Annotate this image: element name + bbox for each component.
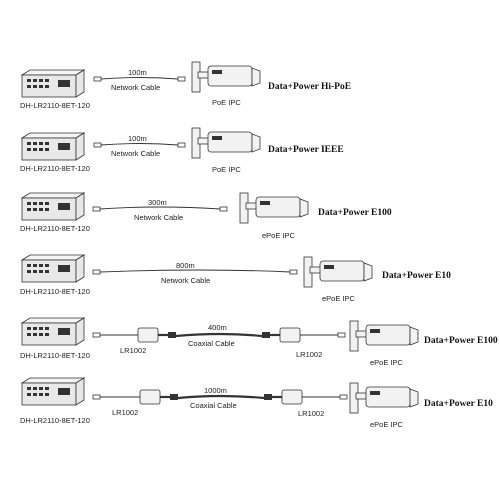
mode-caption: Data+Power E10: [424, 399, 493, 409]
extender-box: [139, 389, 161, 405]
switch-icon: [20, 192, 86, 221]
camera-icon: [303, 256, 373, 288]
device-label: DH-LR2110-8ET-120: [20, 164, 90, 173]
mode-caption: Data+Power IEEE: [268, 145, 344, 155]
mode-caption: Data+Power E100: [318, 208, 392, 218]
device-label: DH-LR2110-8ET-120: [20, 224, 90, 233]
extender-box: [137, 327, 159, 343]
extender-box: [279, 327, 301, 343]
camera-label: ePoE IPC: [370, 358, 404, 367]
extender-box: [281, 389, 303, 405]
extender-left-label: LR1002: [120, 346, 146, 355]
cable-type: Coaxial Cable: [190, 401, 237, 410]
mode-caption: Data+Power E100: [424, 336, 498, 346]
camera-label: ePoE IPC: [370, 420, 404, 429]
network-cable: [93, 76, 186, 82]
switch-icon: [20, 254, 86, 283]
cable-type: Network Cable: [111, 83, 160, 92]
device-label: DH-LR2110-8ET-120: [20, 287, 90, 296]
camera-label: PoE IPC: [212, 98, 241, 107]
camera-label: PoE IPC: [212, 165, 241, 174]
camera-label: ePoE IPC: [322, 294, 356, 303]
camera-icon: [239, 192, 309, 224]
switch-icon: [20, 317, 86, 346]
row-e100: DH-LR2110-8ET-120 300m Network Cable ePo…: [20, 192, 392, 240]
coax-link: [92, 327, 346, 343]
mode-caption: Data+Power E10: [382, 271, 451, 281]
switch-icon: [20, 377, 86, 406]
network-cable: [92, 269, 298, 275]
mode-caption: Data+Power Hi-PoE: [268, 82, 351, 92]
extender-right-label: LR1002: [298, 409, 324, 418]
coax-link: [92, 389, 348, 405]
camera-icon: [191, 61, 261, 93]
camera-icon: [349, 320, 419, 352]
row-hi-poe: DH-LR2110-8ET-120 100m Network Cable PoE…: [20, 61, 351, 110]
cable-length: 1000m: [204, 386, 227, 395]
switch-icon: [20, 132, 86, 161]
cable-length: 400m: [208, 323, 227, 332]
cable-length: 800m: [176, 261, 195, 270]
switch-icon: [20, 69, 86, 98]
cable-length: 100m: [128, 68, 147, 77]
camera-icon: [191, 127, 261, 159]
cable-type: Network Cable: [134, 213, 183, 222]
camera-icon: [349, 382, 419, 414]
row-coax-e10: DH-LR2110-8ET-120 LR1002 1000m Coaxial C…: [20, 377, 493, 429]
extender-right-label: LR1002: [296, 350, 322, 359]
row-ieee: DH-LR2110-8ET-120 100m Network Cable PoE…: [20, 127, 344, 174]
cable-type: Network Cable: [111, 149, 160, 158]
device-label: DH-LR2110-8ET-120: [20, 101, 90, 110]
network-cable: [93, 142, 186, 148]
network-cable: [92, 206, 228, 212]
row-e10: DH-LR2110-8ET-120 800m Network Cable ePo…: [20, 254, 451, 303]
cable-length: 300m: [148, 198, 167, 207]
cable-type: Coaxial Cable: [188, 339, 235, 348]
camera-label: ePoE IPC: [262, 231, 296, 240]
row-coax-e100: DH-LR2110-8ET-120 LR1002 400m Coaxial Ca…: [20, 317, 498, 367]
device-label: DH-LR2110-8ET-120: [20, 351, 90, 360]
cable-length: 100m: [128, 134, 147, 143]
extender-left-label: LR1002: [112, 408, 138, 417]
device-label: DH-LR2110-8ET-120: [20, 416, 90, 425]
cable-type: Network Cable: [161, 276, 210, 285]
